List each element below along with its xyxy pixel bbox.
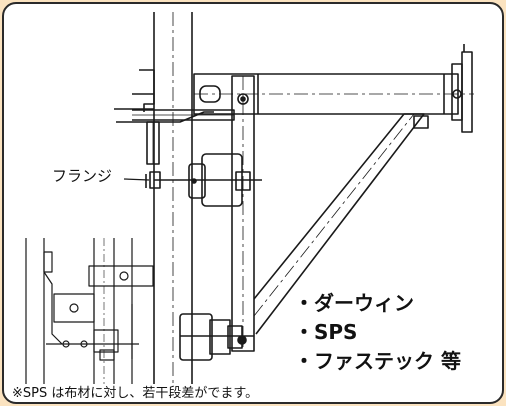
lower-clamp [179, 313, 254, 361]
bracket-drawing [25, 12, 474, 384]
product-item-darwin: ・ダーウィン [294, 291, 414, 315]
flange-label: フランジ [52, 167, 113, 185]
left-bracket [114, 69, 214, 165]
flange [132, 109, 235, 121]
flange-leader [123, 178, 150, 181]
product-list: ・ダーウィン ・SPS ・ファステック 等 [294, 289, 461, 376]
footnote: ※SPS は布材に対し、若干段差がでます。 [12, 386, 259, 401]
upper-clamp [145, 153, 262, 207]
vertical-pipe [153, 12, 193, 384]
product-item-fastec: ・ファステック 等 [294, 349, 461, 373]
horizontal-beam [193, 73, 474, 115]
bracket-post [231, 75, 255, 352]
end-plate [451, 44, 473, 133]
product-item-sps: ・SPS [294, 320, 358, 344]
diagonal-brace [253, 113, 429, 335]
inset-drawing [25, 238, 154, 384]
